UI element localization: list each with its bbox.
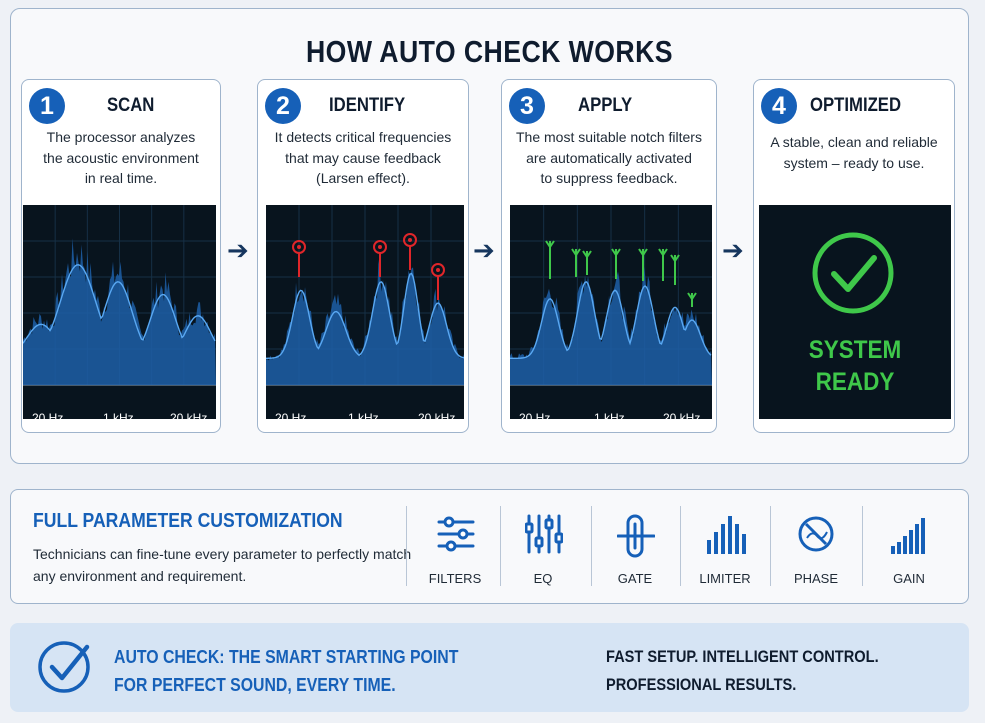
- step-number-badge: 3: [509, 88, 545, 124]
- axis-label-low: 20 Hz: [519, 411, 551, 419]
- param-phase[interactable]: PHASE: [771, 506, 861, 586]
- param-label: EQ: [533, 571, 553, 586]
- notch-arrow-icon: [638, 248, 648, 257]
- param-gain[interactable]: GAIN: [864, 506, 954, 586]
- param-label: GAIN: [893, 571, 925, 586]
- gain-icon: [891, 518, 925, 554]
- param-label: LIMITER: [699, 571, 751, 586]
- eq-icon: [525, 514, 563, 554]
- notch-arrow-icon: [670, 254, 680, 263]
- spectrum-fill: [23, 238, 216, 385]
- step-number-badge: 2: [265, 88, 301, 124]
- notch-arrow-icon: [545, 240, 555, 249]
- feedback-marker-dot: [436, 268, 440, 272]
- notch-arrow-icon: [571, 248, 581, 257]
- spectrum-display: 20 Hz 1 kHz 20 kHz: [266, 205, 464, 419]
- param-gate[interactable]: GATE: [590, 506, 680, 586]
- param-label: FILTERS: [428, 571, 482, 586]
- step-apply-card: 3 APPLY The most suitable notch filters …: [501, 79, 717, 433]
- param-filters[interactable]: FILTERS: [410, 506, 500, 586]
- spectrum-graph: [266, 205, 464, 386]
- spectrum-display: 20 Hz 1 kHz 20 kHz: [23, 205, 216, 419]
- step-description: It detects critical frequencies that may…: [274, 129, 452, 186]
- divider: [862, 506, 863, 586]
- spectrum-display: 20 Hz 1 kHz 20 kHz: [510, 205, 712, 419]
- system-ready-label: SYSTEM READY: [808, 336, 902, 396]
- phase-icon: [798, 516, 834, 552]
- divider: [770, 506, 771, 586]
- notch-arrow-icon: [687, 292, 697, 301]
- param-label: GATE: [617, 571, 653, 586]
- feedback-marker-icon: [431, 263, 445, 277]
- feedback-marker-icon: [403, 233, 417, 247]
- axis-label-mid: 1 kHz: [348, 411, 379, 419]
- axis-label-mid: 1 kHz: [103, 411, 134, 419]
- divider: [406, 506, 407, 586]
- sliders-icon: [437, 516, 475, 552]
- step-title: OPTIMIZED: [810, 95, 902, 116]
- step-title: APPLY: [578, 95, 633, 116]
- feedback-marker-dot: [408, 238, 412, 242]
- axis-label-low: 20 Hz: [275, 411, 307, 419]
- how-it-works-panel: HOW AUTO CHECK WORKS 1 SCAN The processo…: [10, 8, 969, 464]
- spectrum-line: [23, 264, 216, 344]
- step-identify-card: 2 IDENTIFY It detects critical frequenci…: [257, 79, 469, 433]
- param-label: PHASE: [793, 571, 839, 586]
- spectrum-line: [266, 272, 464, 359]
- arrow-right-icon: ➔: [227, 235, 249, 265]
- spectrum-graph: [510, 205, 712, 386]
- arrow-right-icon: ➔: [473, 235, 495, 265]
- step-number-badge: 1: [29, 88, 65, 124]
- spectrum-line: [510, 281, 712, 359]
- axis-label-high: 20 kHz: [418, 411, 456, 419]
- divider: [500, 506, 501, 586]
- step-title: IDENTIFY: [329, 95, 406, 116]
- axis-label-mid: 1 kHz: [594, 411, 625, 419]
- banner-headline: AUTO CHECK: THE SMART STARTING POINT FOR…: [114, 647, 459, 695]
- feedback-marker-dot: [297, 245, 301, 249]
- status-display: SYSTEM READY: [759, 205, 951, 419]
- step-title: SCAN: [107, 95, 155, 116]
- divider: [680, 506, 681, 586]
- step-description: The processor analyzes the acoustic envi…: [43, 129, 199, 186]
- param-limiter[interactable]: LIMITER: [680, 506, 770, 586]
- customization-panel: FULL PARAMETER CUSTOMIZATION Technicians…: [10, 489, 969, 604]
- notch-arrow-icon: [611, 248, 621, 257]
- gate-icon: [617, 514, 655, 558]
- limiter-icon: [707, 516, 746, 554]
- notch-arrow-icon: [582, 250, 592, 259]
- customization-description: Technicians can fine-tune every paramete…: [33, 546, 412, 584]
- divider: [591, 506, 592, 586]
- notch-arrow-icon: [658, 248, 668, 257]
- customization-title: FULL PARAMETER CUSTOMIZATION: [33, 510, 343, 532]
- banner-tagline: FAST SETUP. INTELLIGENT CONTROL. PROFESS…: [606, 647, 879, 694]
- spectrum-graph: [23, 205, 216, 386]
- check-circle-icon: [38, 641, 90, 693]
- axis-label-high: 20 kHz: [663, 411, 701, 419]
- page-title: HOW AUTO CHECK WORKS: [305, 34, 674, 69]
- axis-label-high: 20 kHz: [170, 411, 208, 419]
- spectrum-fill: [510, 262, 712, 385]
- feedback-marker-icon: [373, 240, 387, 254]
- auto-check-banner: AUTO CHECK: THE SMART STARTING POINT FOR…: [10, 623, 969, 712]
- step-description: The most suitable notch filters are auto…: [516, 129, 702, 186]
- param-eq[interactable]: EQ: [498, 506, 588, 586]
- check-circle-icon: [812, 232, 894, 314]
- arrow-right-icon: ➔: [722, 235, 744, 265]
- step-optimized-card: 4 OPTIMIZED A stable, clean and reliable…: [753, 79, 955, 433]
- feedback-marker-icon: [292, 240, 306, 254]
- axis-label-low: 20 Hz: [32, 411, 64, 419]
- step-number-badge: 4: [761, 88, 797, 124]
- feedback-marker-dot: [378, 245, 382, 249]
- spectrum-fill: [266, 259, 464, 385]
- step-scan-card: 1 SCAN The processor analyzes the acoust…: [21, 79, 221, 433]
- step-description: A stable, clean and reliable system – re…: [770, 134, 938, 171]
